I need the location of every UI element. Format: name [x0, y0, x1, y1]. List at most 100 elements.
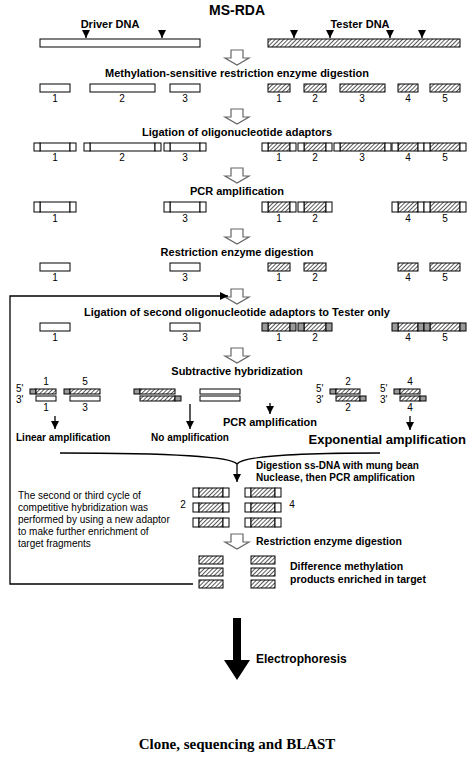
enriched-fragment [193, 518, 199, 527]
hybrid-duplex [420, 396, 426, 401]
restriction-site-arrow [329, 31, 330, 38]
dna-fragment [40, 263, 70, 271]
enriched-fragment [199, 580, 223, 588]
dna-fragment [430, 143, 460, 151]
fragment-number: 3 [359, 153, 365, 163]
fragment-number: 3 [82, 403, 88, 413]
fragment-number: 4 [407, 377, 413, 387]
dna-fragment [290, 323, 296, 331]
enriched-fragment [223, 488, 229, 497]
fragment-number: 5 [442, 153, 448, 163]
restriction-site-arrow [389, 31, 390, 38]
dna-fragment [460, 202, 466, 212]
hybrid-duplex [134, 389, 140, 394]
enriched-fragment [223, 518, 229, 527]
fragment-number: 4 [405, 94, 411, 104]
fragment-number: 1 [52, 153, 58, 163]
dna-fragment [90, 143, 155, 151]
fragment-number: 1 [52, 333, 58, 343]
dna-fragment [290, 143, 296, 151]
dna-fragment [326, 202, 332, 212]
outcome-label: Linear amplification [16, 432, 110, 444]
dna-fragment [418, 202, 424, 212]
dna-fragment [326, 323, 332, 331]
step-arrow [225, 348, 249, 363]
strand-end: 5' [16, 384, 23, 394]
dna-fragment [262, 202, 268, 212]
fragment-number: 2 [119, 94, 125, 104]
hybrid-duplex [200, 396, 240, 401]
dna-fragment [40, 143, 70, 151]
enriched-fragment [251, 503, 275, 512]
fragment-number: 1 [52, 94, 58, 104]
enriched-fragment [251, 580, 275, 588]
dna-fragment [170, 323, 200, 331]
fragment-number: 5 [442, 333, 448, 343]
fragment-number: 4 [289, 500, 295, 510]
enriched-fragment [251, 556, 275, 564]
fragment-number: 3 [359, 94, 365, 104]
dna-fragment [70, 202, 76, 212]
fragment-number: 1 [52, 214, 58, 224]
dna-fragment [90, 84, 155, 92]
dna-fragment [170, 143, 200, 151]
dna-fragment [304, 323, 326, 331]
step-note: Digestion ss-DNA with mung bean Nuclease… [256, 460, 461, 484]
fragment-number: 4 [405, 214, 411, 224]
restriction-site-arrow [421, 31, 422, 38]
dna-fragment [392, 323, 398, 331]
dna-fragment [304, 84, 326, 92]
hybrid-duplex [30, 389, 426, 401]
dna-fragment [392, 143, 398, 151]
dna-fragment [326, 143, 332, 151]
enriched-fragment [251, 518, 275, 527]
dna-fragment [290, 202, 296, 212]
dna-fragment [164, 202, 170, 212]
fragment-number: 1 [43, 377, 49, 387]
step-label: PCR amplification [190, 185, 284, 198]
enriched-fragment [199, 488, 223, 497]
dna-fragment [34, 84, 466, 331]
step-arrow [225, 168, 249, 183]
enriched-fragment [245, 518, 251, 527]
dna-fragment [398, 323, 418, 331]
dna-fragment [268, 143, 290, 151]
hybrid-duplex [36, 389, 56, 394]
step-label: Subtractive hybridization [171, 365, 302, 378]
fragment-number: 4 [405, 273, 411, 283]
enriched-fragment [275, 518, 281, 527]
step-arrow [225, 534, 249, 549]
dna-fragment [262, 323, 268, 331]
hybrid-duplex [336, 396, 360, 401]
dna-strand [268, 39, 460, 47]
flow-arrow [409, 416, 410, 430]
dna-fragment [340, 143, 385, 151]
big-arrow [224, 618, 250, 680]
dna-fragment [418, 323, 424, 331]
dna-fragment [398, 84, 418, 92]
fragment-number: 3 [182, 273, 188, 283]
hybrid-duplex [36, 396, 56, 401]
flow-arrow [60, 453, 237, 464]
hybrid-duplex [394, 389, 400, 394]
hybrid-duplex [400, 389, 420, 394]
dna-fragment [398, 202, 418, 212]
enriched-fragment [275, 503, 281, 512]
step-label: Ligation of oligonucleotide adaptors [142, 126, 332, 139]
dna-label: Driver DNA [81, 18, 140, 31]
step-label: Methylation-sensitive restriction enzyme… [105, 67, 369, 80]
dna-fragment [430, 263, 460, 271]
fragment-number: 2 [312, 94, 318, 104]
fragment-number: 5 [82, 377, 88, 387]
fragment-number: 2 [312, 333, 318, 343]
dna-fragment [424, 323, 430, 331]
dna-fragment [424, 143, 430, 151]
fragment-number: 2 [312, 214, 318, 224]
enriched-fragment [193, 488, 199, 497]
enriched-fragment [199, 568, 223, 576]
dna-fragment [430, 84, 460, 92]
step-arrow [225, 229, 249, 244]
dna-fragment [262, 143, 268, 151]
hybrid-duplex [140, 396, 175, 401]
